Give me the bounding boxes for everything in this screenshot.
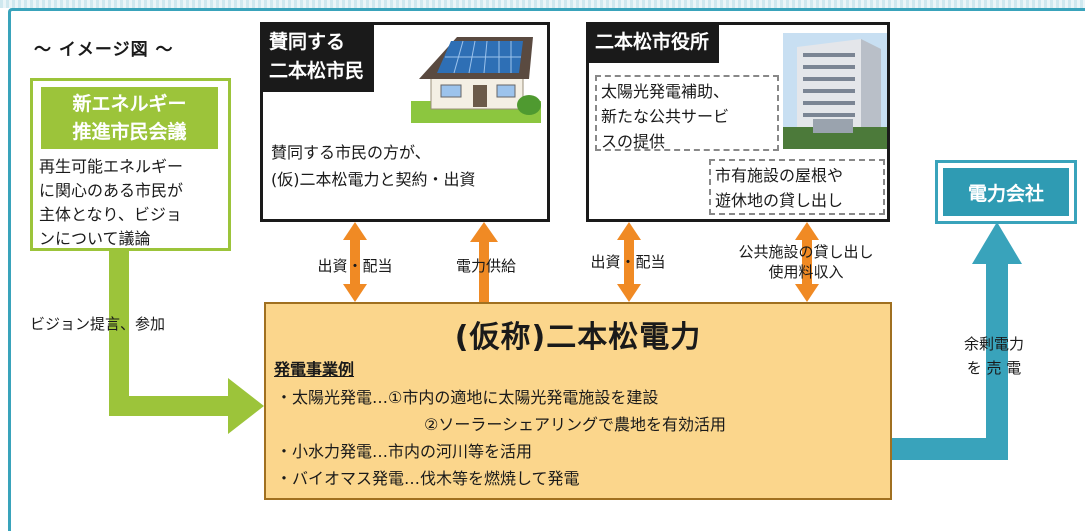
nihonmatsu-power-box: (仮称)二本松電力 発電事業例 ・太陽光発電…①市内の適地に太陽光発電施設を建設… [264,302,892,500]
city-hall-subsidy-note: 太陽光発電補助、 新たな公共サービ スの提供 [595,75,779,151]
citizens-description: 賛同する市民の方が、 (仮)二本松電力と契約・出資 [271,143,476,189]
power-supply-arrow [470,222,498,302]
surplus-arrow-shaft [986,262,1008,460]
city-hall-building-icon [783,33,887,149]
example-solar: ・太陽光発電…①市内の適地に太陽光発電施設を建設 [276,388,659,407]
example-solar-sharing: ②ソーラーシェアリングで農地を有効活用 [424,415,727,434]
power-supply-label: 電力供給 [455,257,516,275]
facility-lending-label: 公共施設の貸し出し 使用料収入 [738,243,874,281]
investment-dividend-arrow-2 [617,222,641,302]
house-solar-icon [411,37,541,123]
council-description: 再生可能エネルギー に関心のある市民が 主体となり、ビジョ ンについて議論 [39,157,184,248]
company-name: (仮称)二本松電力 [454,320,702,355]
city-hall-box: 二本松市役所 太陽光発電補助、 新たな公共サービ スの提供 市有施設の屋根や 遊… [586,22,890,222]
city-hall-lending-note: 市有施設の屋根や 遊休地の貸し出し [709,159,885,215]
surplus-arrow-head [972,222,1022,264]
investment-dividend-label-2: 出資・配当 [590,253,666,271]
council-arrow-shaft [109,251,129,416]
investment-dividend-label-1: 出資・配当 [317,257,393,275]
council-name-text: 新エネルギー 推進市民会議 [72,93,187,143]
surplus-arrow-shaft-horizontal [890,438,1008,460]
council-name: 新エネルギー 推進市民会議 [41,87,218,149]
citizen-council-box: 新エネルギー 推進市民会議 再生可能エネルギー に関心のある市民が 主体となり、… [30,78,231,251]
facility-lending-arrow [795,222,819,302]
top-stripe [0,0,1085,8]
investment-dividend-arrow-1 [343,222,367,302]
citizens-name: 賛同する 二本松市民 [263,25,375,92]
diagram-title: 〜 イメージ図 〜 [34,40,174,60]
power-company-box: 電力会社 [935,160,1077,224]
council-arrow-head [228,378,264,434]
city-hall-name: 二本松市役所 [589,25,720,63]
flow-arrows [343,222,819,302]
surplus-label: 余剰電力 を 売 電 [963,335,1024,377]
examples-heading: 発電事業例 [274,360,355,379]
example-biomass: ・バイオマス発電…伐木等を燃焼して発電 [276,469,580,488]
council-arrow-label: ビジョン提言、参加 [30,315,166,333]
council-arrow-shaft-horizontal [109,396,231,416]
power-company-name: 電力会社 [943,168,1069,216]
example-small-hydro: ・小水力発電…市内の河川等を活用 [276,442,533,461]
citizens-box: 賛同する 二本松市民 賛同する市民の方が、 (仮)二本松電力と契約・出資 [260,22,550,222]
